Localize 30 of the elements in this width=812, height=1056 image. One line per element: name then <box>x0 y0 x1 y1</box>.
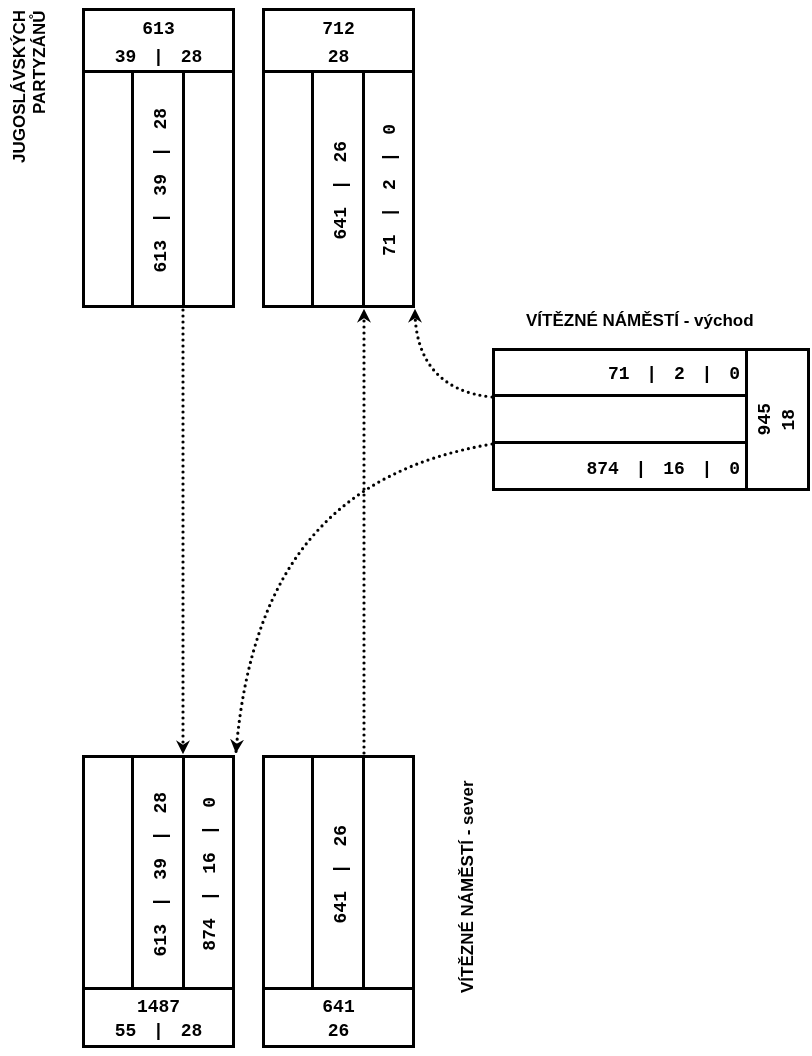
lane-count-text: 613 | 39 | 28 <box>151 108 171 273</box>
street-name: VÍTĚZNÉ NÁMĚSTÍ - sever <box>458 780 478 995</box>
dotted-arrow <box>230 442 494 754</box>
count-text: 28 <box>327 47 350 67</box>
count-text: 874 | 16 | 0 <box>586 459 740 479</box>
dotted-arrow <box>408 308 494 399</box>
lane-count-text: 874 | 16 | 0 <box>200 797 220 951</box>
traffic-count-box <box>262 755 415 1048</box>
traffic-count-box <box>262 8 415 308</box>
count-text: 39 | 28 <box>114 47 203 67</box>
lane-count-text: 641 | 26 <box>331 141 351 240</box>
count-text: 26 <box>327 1021 350 1041</box>
street-name: JUGOSLÁVSKÝCH PARTYZÁNŮ <box>10 10 50 166</box>
lane-count-text: 945 <box>755 403 775 436</box>
street-name: VÍTĚZNÉ NÁMĚSTÍ - východ <box>526 311 754 331</box>
lane-count-text: 641 | 26 <box>331 824 351 924</box>
lane-count-text: 613 | 39 | 28 <box>151 791 171 957</box>
lane-count-text: 71 | 2 | 0 <box>380 124 400 257</box>
count-text: 613 <box>142 19 175 39</box>
traffic-count-box <box>82 8 235 308</box>
count-text: 55 | 28 <box>114 1021 203 1041</box>
count-text: 641 <box>322 997 355 1017</box>
lane-count-text: 18 <box>779 408 799 431</box>
count-text: 712 <box>322 19 355 39</box>
dotted-arrow <box>176 308 190 755</box>
traffic-count-box <box>492 348 810 491</box>
traffic-count-box <box>82 755 235 1048</box>
count-text: 1487 <box>136 997 181 1017</box>
count-text: 71 | 2 | 0 <box>607 364 740 384</box>
dotted-arrow <box>357 308 371 755</box>
